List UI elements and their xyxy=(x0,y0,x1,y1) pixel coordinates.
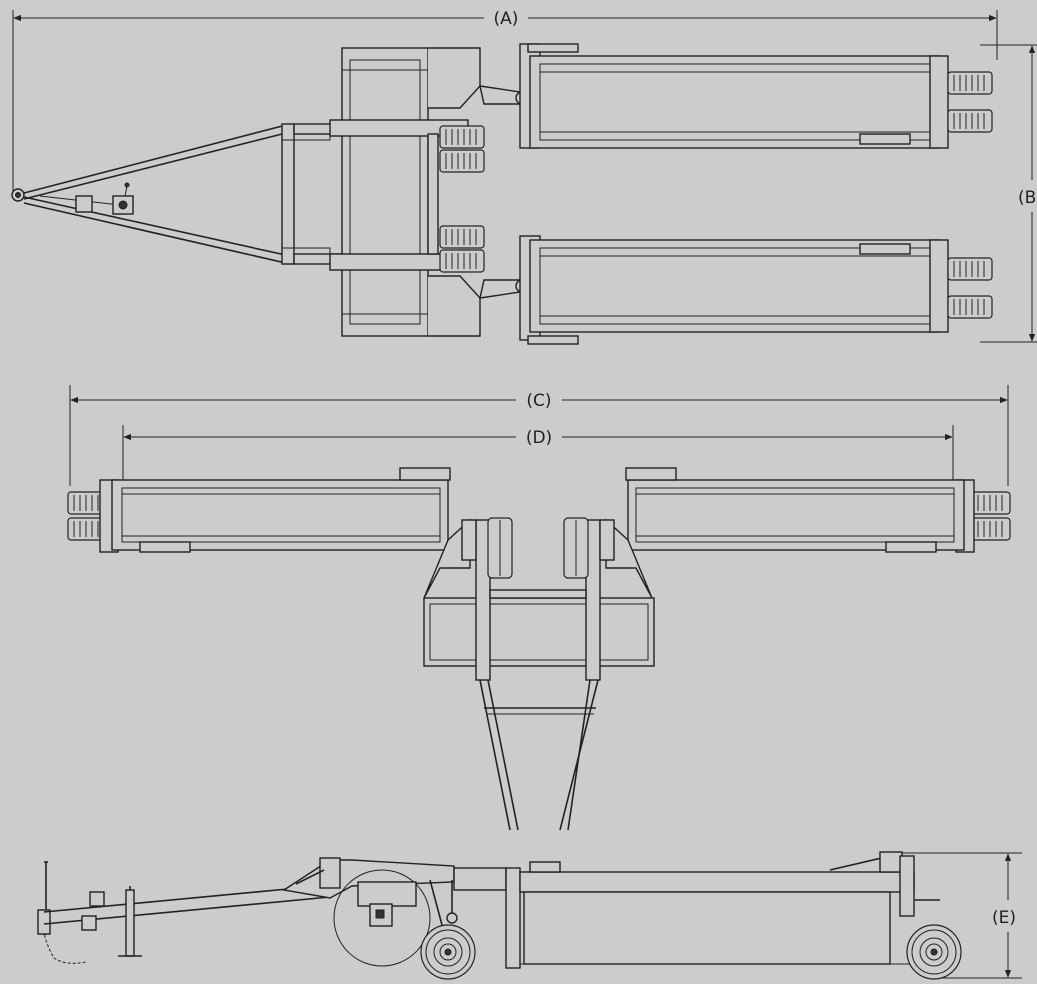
dimension-a-label: (A) xyxy=(494,9,519,29)
top-view-transport xyxy=(11,43,993,345)
dimension-e-label: (E) xyxy=(992,908,1016,928)
top-view-working xyxy=(67,467,1011,831)
dimension-b-label: (B xyxy=(1018,188,1036,208)
dimension-d: (D) xyxy=(122,425,954,486)
dimension-a: (A) xyxy=(12,9,998,195)
dimension-c-label: (C) xyxy=(526,391,551,411)
dimension-b: (B xyxy=(980,44,1037,343)
side-view xyxy=(37,851,962,980)
dimension-c: (C) xyxy=(69,385,1009,486)
dimension-d-label: (D) xyxy=(526,428,552,448)
dimension-e: (E) xyxy=(900,852,1022,979)
